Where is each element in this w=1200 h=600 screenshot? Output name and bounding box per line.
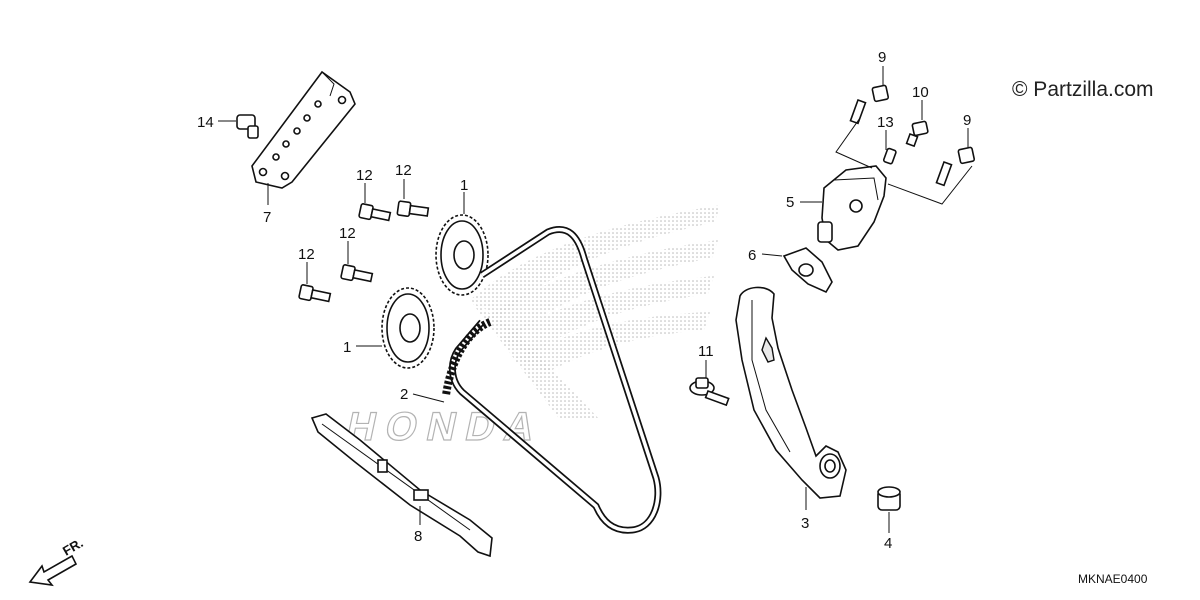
callout-3: 3 bbox=[801, 515, 809, 532]
callout-13: 13 bbox=[877, 114, 894, 131]
part-4-collar[interactable] bbox=[877, 486, 901, 511]
callout-1-upper: 1 bbox=[460, 177, 468, 194]
callout-7: 7 bbox=[263, 209, 271, 226]
part-14-bolt[interactable] bbox=[236, 114, 259, 139]
callout-8: 8 bbox=[414, 528, 422, 545]
front-direction-arrow: FR. bbox=[28, 535, 86, 587]
honda-wing-logo: HONDA bbox=[342, 205, 720, 450]
callout-12-b: 12 bbox=[395, 162, 412, 179]
callout-12-d: 12 bbox=[298, 246, 315, 263]
part-2-cam-chain[interactable] bbox=[442, 226, 662, 534]
part-1-cam-sprocket-upper[interactable] bbox=[435, 214, 489, 296]
callout-2: 2 bbox=[400, 386, 408, 403]
callout-9-left: 9 bbox=[878, 49, 886, 66]
callout-10: 10 bbox=[912, 84, 929, 101]
part-6-gasket[interactable] bbox=[782, 247, 833, 294]
part-7-chain-guide-plate[interactable] bbox=[251, 70, 356, 189]
callout-12-c: 12 bbox=[339, 225, 356, 242]
watermark: © Partzilla.com bbox=[1012, 78, 1154, 101]
leader-lines bbox=[218, 66, 969, 533]
part-8-chain-guide[interactable] bbox=[310, 413, 493, 558]
part-12-bolt-d[interactable] bbox=[298, 284, 332, 304]
callout-12-a: 12 bbox=[356, 167, 373, 184]
callout-4: 4 bbox=[884, 535, 892, 552]
callout-1-lower: 1 bbox=[343, 339, 351, 356]
part-12-bolt-a[interactable] bbox=[358, 203, 392, 223]
callout-14: 14 bbox=[197, 114, 214, 131]
part-12-bolt-b[interactable] bbox=[396, 200, 430, 219]
part-9-bolt-right[interactable] bbox=[935, 146, 976, 187]
diagram-code: MKNAE0400 bbox=[1078, 572, 1148, 586]
part-10-bolt[interactable] bbox=[905, 120, 929, 148]
part-5-tensioner-lifter[interactable] bbox=[817, 165, 887, 251]
front-arrow-label: FR. bbox=[60, 535, 86, 558]
part-3-tensioner-arm[interactable] bbox=[735, 286, 847, 499]
callout-11: 11 bbox=[698, 343, 714, 360]
callout-6: 6 bbox=[748, 247, 756, 264]
part-9-bolt-left[interactable] bbox=[849, 84, 890, 125]
part-11-bolt[interactable] bbox=[689, 377, 730, 407]
callout-9-right: 9 bbox=[963, 112, 971, 129]
honda-logo-text: HONDA bbox=[343, 403, 549, 448]
callout-5: 5 bbox=[786, 194, 794, 211]
assembly-guide-lines bbox=[835, 117, 973, 205]
part-12-bolt-c[interactable] bbox=[340, 264, 374, 284]
part-1-cam-sprocket-lower[interactable] bbox=[381, 287, 435, 369]
part-13-plug[interactable] bbox=[882, 147, 897, 165]
